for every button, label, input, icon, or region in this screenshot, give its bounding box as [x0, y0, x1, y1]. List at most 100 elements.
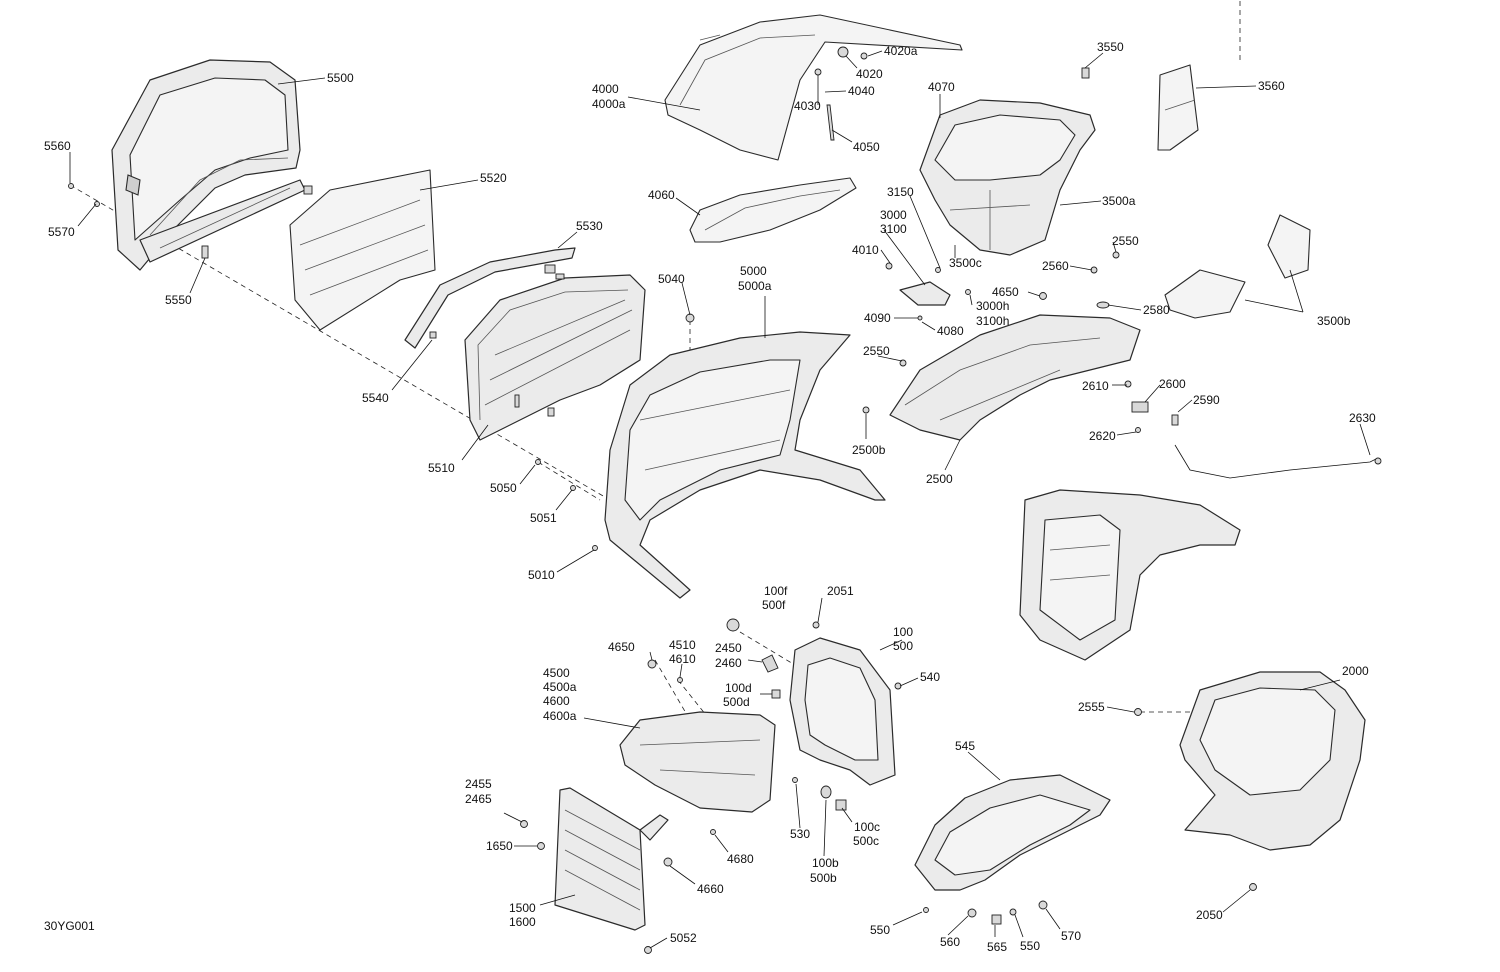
callout-2630: 2630	[1349, 411, 1376, 425]
callout-5000a: 5000a	[738, 279, 772, 293]
callout-5510: 5510	[428, 461, 455, 475]
callout-4020a: 4020a	[884, 44, 918, 58]
callout-5530: 5530	[576, 219, 603, 233]
callout-1600: 1600	[509, 915, 536, 929]
callout-4600a: 4600a	[543, 709, 577, 723]
callout-540: 540	[920, 670, 940, 684]
callout-4060: 4060	[648, 188, 675, 202]
callout-545: 545	[955, 739, 975, 753]
callout-3560: 3560	[1258, 79, 1285, 93]
callout-2600: 2600	[1159, 377, 1186, 391]
reference-code: 30YG001	[44, 919, 95, 933]
callout-4000a: 4000a	[592, 97, 626, 111]
callout-5560: 5560	[44, 139, 71, 153]
callout-2550-top: 2550	[1112, 234, 1139, 248]
part-5510-mesh-grille	[464, 274, 646, 441]
callout-3100h: 3100h	[976, 314, 1009, 328]
part-1500-louvered-grille	[554, 787, 669, 931]
callout-4660: 4660	[697, 882, 724, 896]
part-5530-trim-strip	[404, 247, 576, 349]
callout-4010: 4010	[852, 243, 879, 257]
callout-5540: 5540	[362, 391, 389, 405]
part-2000-rear-fender	[1179, 671, 1366, 851]
callout-500b: 500b	[810, 871, 837, 885]
callout-565: 565	[987, 940, 1007, 954]
callout-5051: 5051	[530, 511, 557, 525]
callout-3500c: 3500c	[949, 256, 982, 270]
callout-3000h: 3000h	[976, 299, 1009, 313]
callout-5570: 5570	[48, 225, 75, 239]
callout-labels: 5500 5560 5570 5520 5550 5530 5540 5510 …	[44, 40, 1376, 954]
callout-4050: 4050	[853, 140, 880, 154]
callout-2465: 2465	[465, 792, 492, 806]
part-3500a-storage-tub	[919, 99, 1096, 256]
callout-4610: 4610	[669, 652, 696, 666]
part-5500-front-frame	[111, 59, 306, 271]
callout-3500b: 3500b	[1317, 314, 1351, 328]
callout-100f: 100f	[764, 584, 788, 598]
callout-4600: 4600	[543, 694, 570, 708]
part-3500b-side-panels	[1164, 214, 1311, 319]
callout-3000: 3000	[880, 208, 907, 222]
part-right-fender-assembly	[1019, 489, 1241, 661]
callout-2500: 2500	[926, 472, 953, 486]
part-4000-windshield	[664, 14, 963, 161]
callout-570: 570	[1061, 929, 1081, 943]
callout-2050: 2050	[1196, 908, 1223, 922]
part-4500-center-panel	[619, 711, 776, 813]
callout-100b: 100b	[812, 856, 839, 870]
callout-2550-mid: 2550	[863, 344, 890, 358]
callout-500: 500	[893, 639, 913, 653]
callout-3500a: 3500a	[1102, 194, 1136, 208]
part-5000-front-fascia	[604, 331, 886, 599]
callout-530: 530	[790, 827, 810, 841]
callout-5040: 5040	[658, 272, 685, 286]
callout-5550: 5550	[165, 293, 192, 307]
part-100-bracket	[789, 637, 896, 786]
part-4060-seal	[689, 177, 857, 243]
callout-4020: 4020	[856, 67, 883, 81]
callout-5500: 5500	[327, 71, 354, 85]
callout-leaders	[69, 50, 1371, 949]
callout-5052: 5052	[670, 931, 697, 945]
callout-550-left: 550	[870, 923, 890, 937]
callout-2555: 2555	[1078, 700, 1105, 714]
callout-4070: 4070	[928, 80, 955, 94]
callout-4090: 4090	[864, 311, 891, 325]
callout-4000: 4000	[592, 82, 619, 96]
callout-4080: 4080	[937, 324, 964, 338]
callout-500d: 500d	[723, 695, 750, 709]
callout-2610: 2610	[1082, 379, 1109, 393]
callout-4680: 4680	[727, 852, 754, 866]
part-3000-bracket	[899, 281, 951, 306]
part-3560-cover-plate	[1157, 64, 1199, 151]
callout-100d: 100d	[725, 681, 752, 695]
callout-5000: 5000	[740, 264, 767, 278]
part-2500-support-frame	[889, 314, 1141, 441]
callout-1650: 1650	[486, 839, 513, 853]
callout-1500: 1500	[509, 901, 536, 915]
callout-100: 100	[893, 625, 913, 639]
callout-560: 560	[940, 935, 960, 949]
callout-2051: 2051	[827, 584, 854, 598]
callout-4040: 4040	[848, 84, 875, 98]
callout-4030: 4030	[794, 99, 821, 113]
callout-500f: 500f	[762, 598, 786, 612]
callout-100c: 100c	[854, 820, 880, 834]
callout-4500: 4500	[543, 666, 570, 680]
callout-4650-bottom: 4650	[608, 640, 635, 654]
callout-550-right: 550	[1020, 939, 1040, 953]
callout-2620: 2620	[1089, 429, 1116, 443]
callout-4650-top: 4650	[992, 285, 1019, 299]
callout-2460: 2460	[715, 656, 742, 670]
callout-5520: 5520	[480, 171, 507, 185]
callout-4500a: 4500a	[543, 680, 577, 694]
callout-500c: 500c	[853, 834, 879, 848]
callout-4510: 4510	[669, 638, 696, 652]
callout-3550: 3550	[1097, 40, 1124, 54]
callout-2560: 2560	[1042, 259, 1069, 273]
callout-2590: 2590	[1193, 393, 1220, 407]
callout-5010: 5010	[528, 568, 555, 582]
callout-2580: 2580	[1143, 303, 1170, 317]
